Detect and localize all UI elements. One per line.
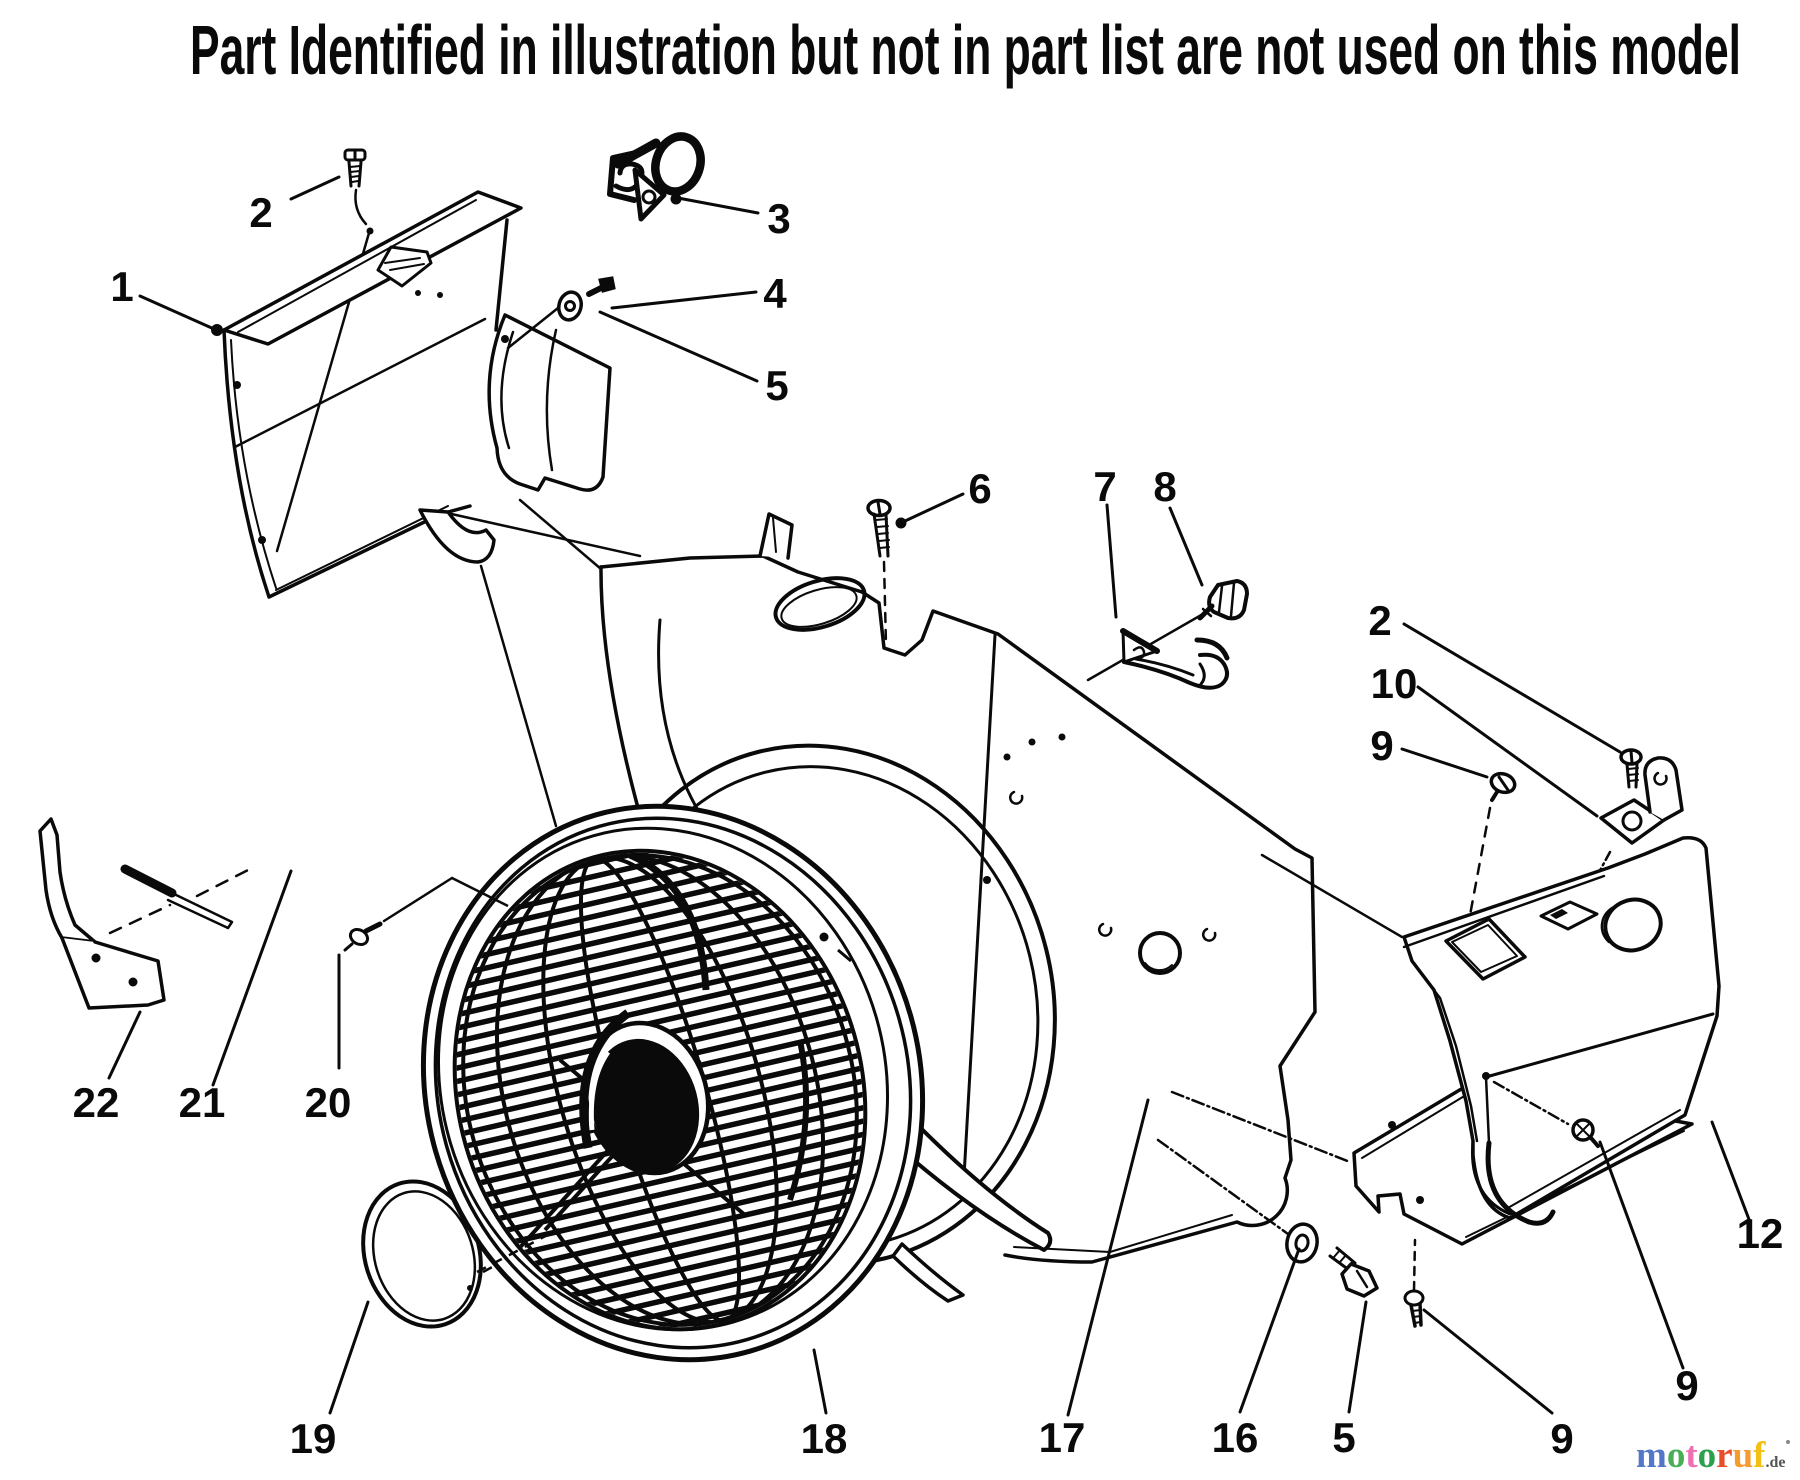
svg-text:12: 12 (1737, 1210, 1784, 1257)
svg-text:20: 20 (305, 1079, 352, 1126)
svg-text:1: 1 (110, 263, 133, 310)
svg-text:22: 22 (73, 1079, 120, 1126)
svg-text:Part Identified in illustratio: Part Identified in illustration but not … (190, 11, 1741, 89)
svg-text:21: 21 (179, 1079, 226, 1126)
svg-text:18: 18 (801, 1415, 848, 1462)
svg-text:17: 17 (1039, 1414, 1086, 1461)
svg-text:10: 10 (1371, 660, 1418, 707)
svg-text:3: 3 (767, 195, 790, 242)
svg-text:9: 9 (1370, 722, 1393, 769)
svg-text:6: 6 (968, 465, 991, 512)
svg-text:19: 19 (290, 1415, 337, 1462)
svg-text:9: 9 (1675, 1362, 1698, 1409)
svg-text:motoruf.de: motoruf.de (1636, 1435, 1786, 1476)
svg-text:5: 5 (1332, 1414, 1355, 1461)
svg-text:7: 7 (1093, 463, 1116, 510)
svg-text:16: 16 (1212, 1414, 1259, 1461)
svg-text:9: 9 (1550, 1415, 1573, 1462)
svg-text:5: 5 (765, 362, 788, 409)
svg-text:4: 4 (763, 270, 787, 317)
svg-text:8: 8 (1153, 463, 1176, 510)
svg-text:2: 2 (1368, 597, 1391, 644)
svg-text:2: 2 (249, 189, 272, 236)
